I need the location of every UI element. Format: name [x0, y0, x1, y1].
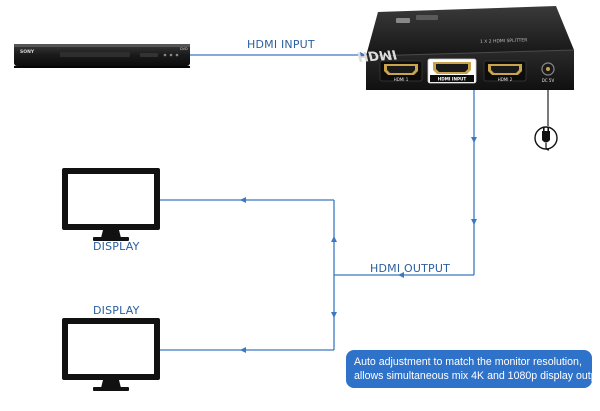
splitter-badge — [396, 18, 410, 23]
splitter-logo-group: HDMI — [357, 46, 397, 63]
arrow-up-icon — [331, 236, 337, 242]
port-label-bg — [430, 75, 474, 82]
port-label: HDMI 2 — [498, 77, 513, 82]
port-hdmi-input: HDMI INPUT — [427, 58, 477, 84]
port-hdmi-2: HDMI 2 — [483, 60, 527, 82]
dc-port-pin — [546, 67, 550, 71]
monitor-stand — [93, 237, 129, 241]
display-top — [62, 168, 160, 241]
arrow-right-icon — [360, 52, 366, 58]
callout-line-1: Auto adjustment to match the monitor res… — [354, 356, 582, 368]
splitter-model-label: 1 X 2 HDMI SPLITTER — [480, 37, 528, 45]
hdmi-port-slot — [387, 66, 415, 73]
dvd-button — [163, 53, 167, 57]
dvd-player-base — [14, 66, 190, 68]
dvd-brand-label: SONY — [20, 49, 35, 55]
plug-prong — [547, 127, 549, 132]
dvd-player: SONY DVD — [14, 44, 190, 68]
monitor-neck — [101, 230, 121, 238]
hdmi-port-slot — [436, 64, 468, 72]
splitter-edge — [365, 49, 575, 57]
power-plug — [534, 90, 558, 151]
info-callout: Auto adjustment to match the monitor res… — [346, 350, 600, 388]
monitor-stand — [93, 387, 129, 391]
port-dc-power: DC 5V — [541, 62, 555, 83]
dvd-player-top-edge — [14, 44, 190, 47]
hdmi-logo: HDMI — [357, 46, 397, 63]
hdmi-splitter: HDMI 1 X 2 HDMI SPLITTER HDMI 1 HDMI INP… — [357, 6, 575, 90]
plug-prong — [543, 127, 545, 132]
hdmi-output-label: HDMI OUTPUT — [370, 262, 451, 275]
arrow-left-icon — [240, 197, 246, 203]
monitor-neck — [101, 380, 121, 388]
cables — [160, 54, 475, 351]
dvd-disc-tray — [60, 52, 130, 57]
arrow-down-icon — [471, 219, 477, 225]
monitor-screen — [68, 174, 154, 224]
arrow-down-icon — [471, 137, 477, 143]
display-bottom — [62, 318, 160, 391]
arrow-down-icon — [331, 312, 337, 318]
arrow-left-icon — [240, 347, 246, 353]
plug-body — [542, 131, 550, 143]
dvd-badge-label: DVD — [180, 47, 188, 51]
dvd-button — [175, 53, 179, 57]
dvd-display-panel — [140, 53, 158, 57]
plug-cord — [545, 143, 550, 151]
arrow-left-icon — [398, 272, 404, 278]
monitor-screen — [68, 324, 154, 374]
port-label: DC 5V — [542, 78, 555, 83]
port-label: HDMI 1 — [394, 77, 409, 82]
port-label: HDMI INPUT — [438, 77, 467, 82]
dvd-button — [169, 53, 173, 57]
cable-arrows — [240, 52, 477, 353]
display-bottom-label: DISPLAY — [93, 304, 140, 317]
hdmi-input-label: HDMI INPUT — [247, 38, 315, 51]
splitter-badge — [416, 15, 438, 20]
callout-line-2: allows simultaneous mix 4K and 1080p dis… — [354, 370, 600, 382]
display-top-label: DISPLAY — [93, 240, 140, 253]
splitter-top — [366, 6, 574, 56]
hdmi-port-slot — [491, 66, 519, 73]
port-hdmi-1: HDMI 1 — [379, 60, 423, 82]
